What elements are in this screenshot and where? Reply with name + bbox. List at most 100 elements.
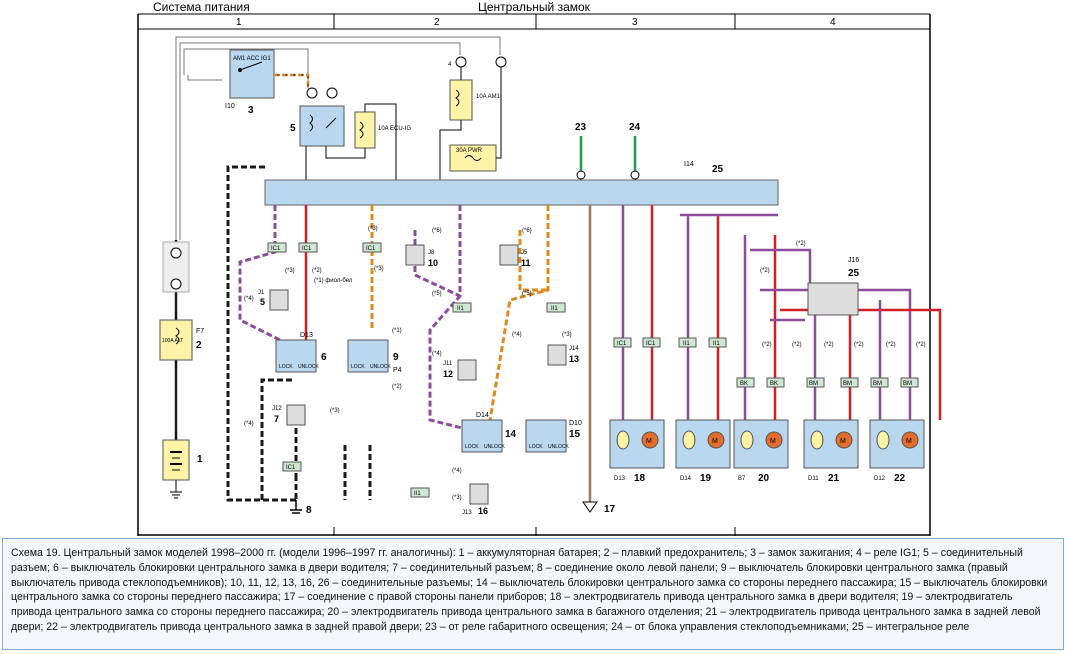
- note-6-a: (*6): [432, 228, 442, 234]
- ground-8-number: 8: [306, 505, 312, 516]
- switch-6-connector: D13: [300, 332, 313, 339]
- fusible-link-connector: F7: [196, 328, 204, 335]
- motor-20-connector: B7: [738, 476, 746, 482]
- note-3-c: (*3): [368, 226, 378, 232]
- svg-text:M: M: [712, 438, 718, 445]
- j16-label: J16: [848, 257, 859, 264]
- switch-6-number: 6: [321, 352, 327, 363]
- relay-number: 5: [290, 123, 296, 134]
- note-2-g: (*2): [824, 342, 834, 348]
- input-23: 23: [575, 122, 587, 180]
- switch-14-connector: D14: [476, 412, 489, 419]
- j8-label: J8: [428, 250, 435, 256]
- j13-number: 16: [478, 506, 488, 516]
- column-4: 4: [830, 17, 836, 28]
- note-5-b: (*5): [522, 291, 532, 297]
- ignition-switch-number: 3: [248, 105, 254, 116]
- motor-19: M D14 19: [675, 419, 731, 484]
- note-2-d: (*2): [760, 268, 770, 274]
- j14-label: J14: [569, 346, 579, 352]
- harness-lines: [175, 36, 501, 240]
- orange-dashed-harness: [370, 205, 550, 421]
- note-2-a: (*2): [312, 268, 322, 274]
- note-4-c: (*4): [512, 332, 522, 338]
- header-right-title: Центральный замок: [478, 0, 591, 14]
- motor-19-connector: D14: [680, 476, 692, 482]
- fuse-am1: 10A AM1 4: [448, 62, 501, 121]
- ignition-connector-label: I10: [225, 103, 235, 110]
- violet-dashed-harness: [238, 205, 471, 432]
- note-6-b: (*6): [522, 228, 532, 234]
- motor-20-number: 20: [758, 473, 770, 484]
- note-2-h: (*2): [854, 342, 864, 348]
- column-3: 3: [632, 17, 638, 28]
- fuse-am1-label: 10A AM1: [476, 94, 501, 100]
- relay-name: I14: [684, 161, 694, 168]
- j1-number: 5: [260, 297, 265, 307]
- fusible-link-number: 2: [196, 340, 202, 351]
- svg-text:M: M: [646, 438, 652, 445]
- note-3-e: (*3): [330, 408, 340, 414]
- switch-6-lock: LOCK: [279, 364, 293, 370]
- relay-ig1: 5: [290, 105, 345, 147]
- input-24: 24: [629, 122, 641, 180]
- j5-number: 11: [521, 258, 531, 268]
- switch-6: LOCK UNLOCK D13 6: [275, 332, 327, 373]
- motor22-conn-b: BM: [903, 381, 912, 387]
- j8-number: 10: [428, 258, 438, 268]
- switch-9-lock: LOCK: [351, 364, 365, 370]
- motor21-conn-a: BM: [809, 381, 818, 387]
- fuse-ecu-ig: 10A ECU-IG: [354, 111, 411, 149]
- motor-19-number: 19: [700, 473, 712, 484]
- connector-1a-1g: [306, 56, 507, 99]
- motor-21-connector: D11: [808, 476, 819, 482]
- note-3-a: (*3): [285, 268, 295, 274]
- conn-ic1-c: IC1: [366, 246, 376, 252]
- j11-label: J11: [443, 361, 453, 367]
- j13-label: J13: [462, 510, 472, 516]
- fuse-pwr-label: 30A PWR: [456, 148, 483, 154]
- conn-ii1-a: II1: [457, 306, 464, 312]
- header-left-title: Система питания: [153, 0, 250, 14]
- motor-20: M B7 20: [733, 419, 789, 484]
- note-2-i: (*2): [886, 342, 896, 348]
- motor-22-connector: D12: [874, 476, 886, 482]
- note-1-a: (*1): [392, 328, 402, 334]
- battery-number: 1: [197, 454, 203, 465]
- switch-15-connector: D10: [569, 420, 582, 427]
- bar-connectors: IC1 IC1 IC1 II1 II1 IC1 II1: [267, 242, 566, 498]
- ignition-pins: AM1 ACC IG1: [233, 56, 271, 62]
- motor19-conn-b: II1: [713, 341, 720, 347]
- motor-connectors: IC1 IC1 II1 II1 BK BK BM BM BM BM: [613, 337, 919, 388]
- motor-22-number: 22: [894, 473, 906, 484]
- switch-9-number: 9: [393, 352, 399, 363]
- svg-text:M: M: [770, 438, 776, 445]
- fuse-am1-pin-4: 4: [448, 62, 452, 68]
- motor-22: M D12 22: [869, 419, 925, 484]
- motor-wires: [621, 205, 942, 420]
- conn-ic1-a: IC1: [271, 246, 281, 252]
- note-4-e: (*4): [452, 468, 462, 474]
- switch-14-lock: LOCK: [465, 444, 479, 450]
- fuse-ecu-ig-label: 10A ECU-IG: [378, 126, 411, 132]
- j12-label: J12: [272, 406, 282, 412]
- column-2: 2: [434, 17, 440, 28]
- note-2-e: (*2): [762, 342, 772, 348]
- j16-number: 25: [848, 268, 860, 279]
- svg-text:M: M: [840, 438, 846, 445]
- note-2-c: (*2): [796, 241, 806, 247]
- motor20-conn-a: BK: [740, 381, 748, 387]
- relay-number-25: 25: [712, 164, 724, 175]
- note-3-f: (*3): [452, 495, 462, 501]
- ground-17-number: 17: [604, 504, 616, 515]
- conn-ic1-b: IC1: [302, 246, 312, 252]
- ignition-switch: AM1 ACC IG1 I10 3: [225, 49, 275, 116]
- motor-21-number: 21: [828, 473, 840, 484]
- fuse-pwr: 30A PWR: [449, 144, 497, 172]
- fusible-link-column: 100A ALT F7 2: [159, 240, 204, 440]
- note-3-b: (*3): [374, 266, 384, 272]
- switch-9: LOCK UNLOCK 9 P4: [347, 339, 402, 374]
- motor22-conn-a: BM: [873, 381, 882, 387]
- switch-14-unlock: UNLOCK: [484, 444, 506, 450]
- conn-ic1-d: IC1: [286, 465, 296, 471]
